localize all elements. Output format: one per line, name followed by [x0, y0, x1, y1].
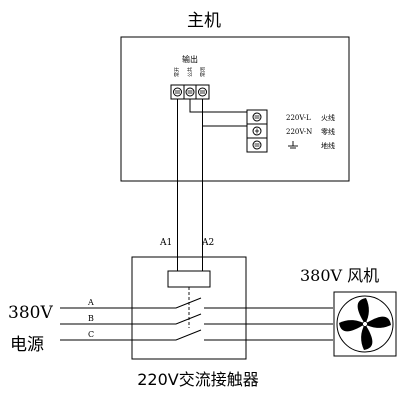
power-label-n-name: 零线 — [321, 127, 335, 136]
phase-label-c: C — [88, 330, 94, 339]
power-label-n-voltage: 220V-N — [286, 128, 312, 136]
screw-terminal — [252, 112, 262, 122]
power-terminal-block — [246, 109, 268, 153]
contactor-coil — [167, 270, 211, 288]
contactor-title: 220V交流接触器 — [137, 370, 259, 389]
phase-label-b: B — [88, 314, 94, 323]
power-source-name: 电源 — [10, 335, 44, 355]
power-source-voltage: 380V — [8, 303, 53, 323]
power-label-ground-name: 地线 — [321, 141, 335, 150]
phase-label-a: A — [87, 298, 94, 307]
output-terminal-label-nc: 常闭 — [200, 67, 207, 77]
coil-wires — [177, 99, 247, 248]
output-label: 输出 — [182, 54, 198, 64]
output-terminal-block — [170, 84, 210, 100]
screw-terminal — [185, 87, 195, 97]
ground-icon — [288, 141, 298, 149]
power-label-l-name: 火线 — [321, 113, 335, 122]
host-box — [120, 36, 350, 182]
coil-label-a2: A2 — [201, 238, 214, 248]
fan-icon — [333, 291, 397, 357]
screw-terminal — [252, 126, 262, 136]
screw-terminal — [198, 87, 207, 97]
fan-title: 380V 风机 — [300, 266, 379, 285]
power-label-l-voltage: 220V-L — [286, 114, 311, 122]
phase-lines — [60, 297, 333, 341]
screw-terminal — [173, 87, 182, 97]
host-title: 主机 — [187, 11, 221, 31]
output-terminal-label-com: 公共 — [187, 67, 194, 77]
output-terminal-label-no: 常开 — [174, 67, 181, 77]
screw-terminal — [252, 140, 262, 150]
coil-label-a1: A1 — [159, 238, 172, 248]
